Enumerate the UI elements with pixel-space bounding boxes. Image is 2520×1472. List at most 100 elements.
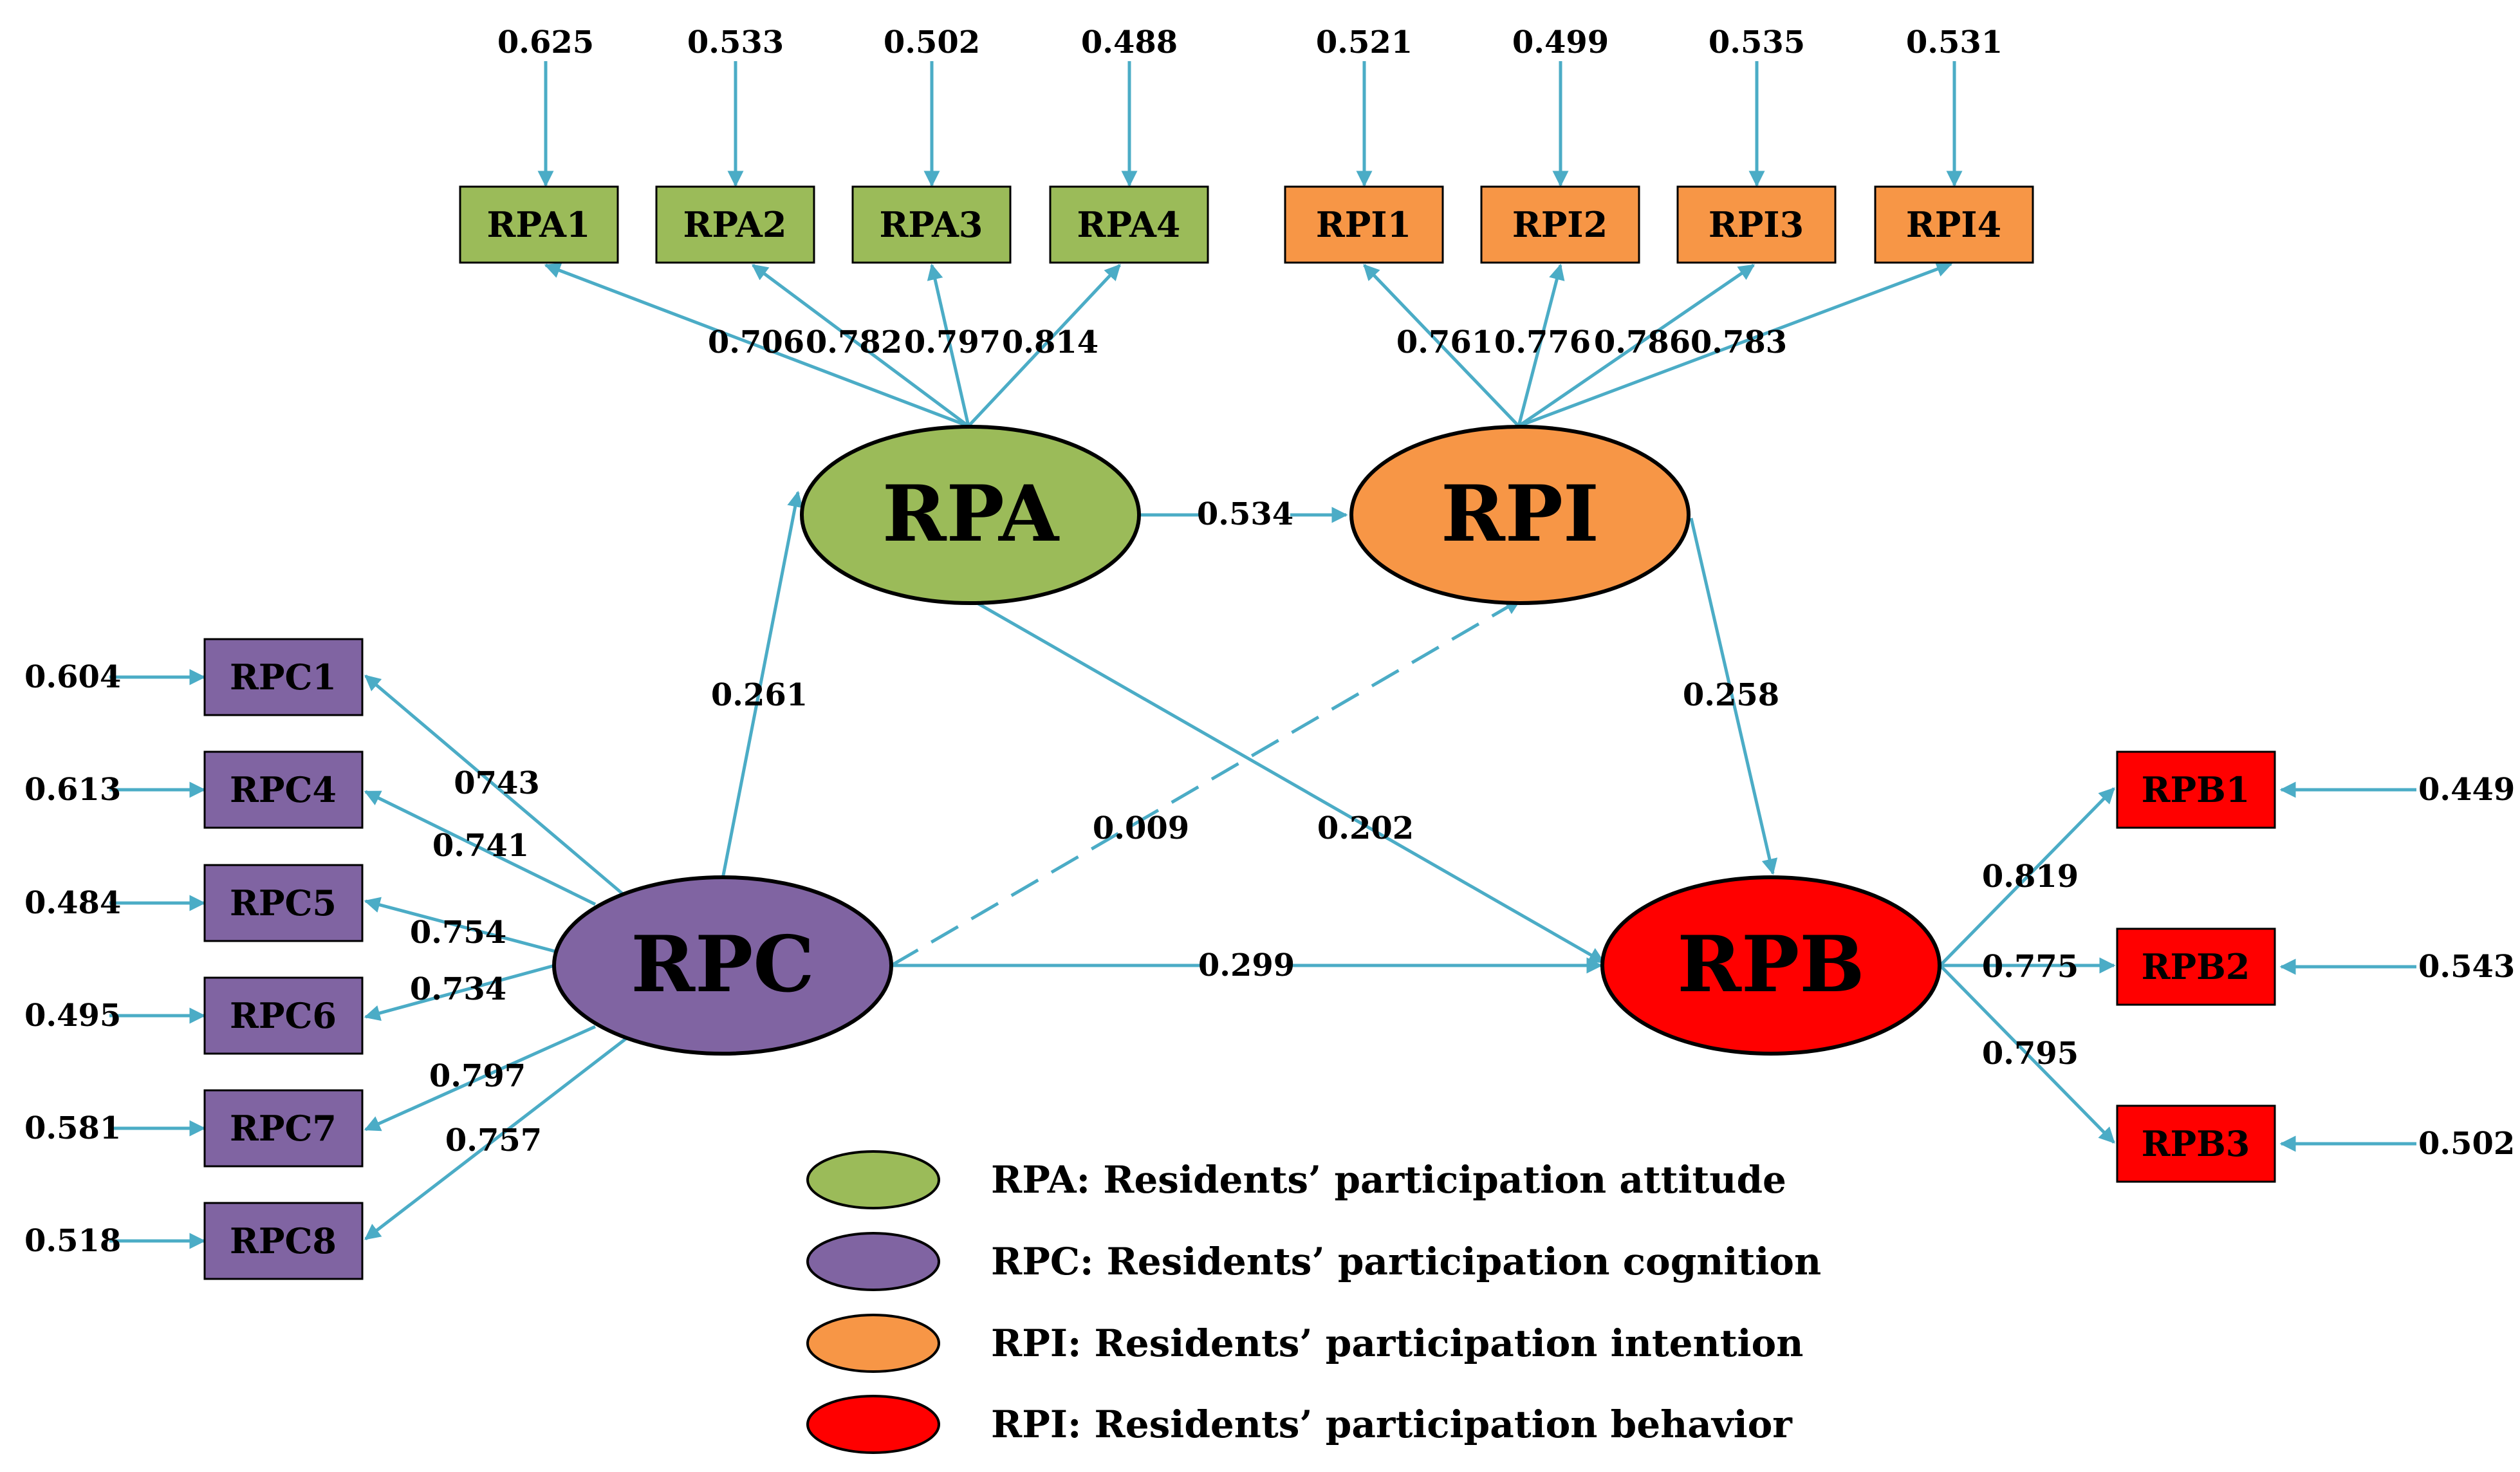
error-label-rpc1: 0.604 — [24, 659, 121, 695]
loading-arrow-rpi4 — [1518, 261, 1953, 428]
path-label-rpc-rpa: 0.261 — [711, 677, 808, 713]
loading-label-rpi2: 0.776 — [1494, 324, 1591, 360]
loading-label-rpc6: 0.734 — [410, 971, 506, 1007]
indicator-labels: RPA1 RPA2 RPA3 RPA4 RPI1 RPI2 RPI3 RPI4 … — [230, 204, 2250, 1262]
indicator-box-rpa1 — [459, 185, 619, 264]
indicator-label-rpa1: RPA1 — [486, 204, 590, 245]
indicator-box-rpi3 — [1676, 185, 1837, 264]
error-label-rpi2: 0.499 — [1512, 24, 1609, 61]
legend-swatch-rpc — [806, 1232, 940, 1291]
path-label-rpc-rpb: 0.299 — [1198, 947, 1295, 983]
edges — [109, 61, 2416, 1249]
indicator-label-rpi1: RPI1 — [1316, 204, 1411, 245]
error-label-rpa4: 0.488 — [1081, 24, 1178, 61]
indicator-box-rpb1 — [2116, 750, 2276, 829]
path-label-rpa-rpi: 0.534 — [1197, 496, 1293, 532]
latent-ellipse-rpc — [552, 875, 893, 1056]
error-label-rpa2: 0.533 — [687, 24, 784, 61]
loading-label-rpc1: 0743 — [454, 765, 540, 801]
loading-arrow-rpa1 — [544, 263, 969, 428]
loading-arrow-rpc4 — [364, 790, 597, 906]
error-label-rpc6: 0.495 — [24, 998, 121, 1034]
latent-label-rpc: RPC — [631, 919, 814, 1010]
indicator-label-rpc8: RPC8 — [230, 1220, 337, 1262]
indicator-box-rpc4 — [203, 750, 364, 829]
loading-arrow-rpi3 — [1517, 263, 1756, 428]
indicator-label-rpc4: RPC4 — [230, 769, 337, 810]
loading-arrow-rpb3 — [1939, 964, 2115, 1144]
loading-label-rpi3: 0.786 — [1594, 324, 1691, 360]
error-label-rpi1: 0.521 — [1316, 24, 1413, 61]
indicator-box-rpi2 — [1480, 185, 1640, 264]
legend-text-rpb: RPI: Residents’ participation behavior — [991, 1402, 1793, 1446]
loading-arrow-rpa3 — [927, 263, 970, 427]
indicator-box-rpc1 — [203, 638, 364, 716]
error-label-rpc7: 0.581 — [24, 1110, 121, 1146]
indicator-label-rpb1: RPB1 — [2142, 769, 2250, 810]
error-label-rpb1: 0.449 — [2418, 772, 2515, 808]
error-label-rpa3: 0.502 — [884, 24, 980, 61]
indicator-label-rpa4: RPA4 — [1077, 204, 1180, 245]
latent-ellipse-rpi — [1349, 425, 1691, 605]
latent-ellipse-rpa — [800, 425, 1141, 605]
indicator-box-rpa2 — [655, 185, 815, 264]
error-label-rpc5: 0.484 — [24, 885, 121, 921]
latent-label-rpi: RPI — [1441, 469, 1599, 559]
error-label-rpb2: 0.543 — [2418, 949, 2515, 985]
legend-swatch-rpb — [806, 1395, 940, 1454]
indicator-label-rpc6: RPC6 — [230, 995, 337, 1036]
latent-label-rpa: RPA — [882, 469, 1060, 559]
loading-label-rpi4: 0.783 — [1691, 324, 1787, 360]
path-rpa-rpb — [974, 600, 1606, 964]
rpa-indicators — [459, 185, 1209, 264]
error-label-rpc8: 0.518 — [24, 1223, 121, 1259]
indicator-label-rpa3: RPA3 — [879, 204, 983, 245]
indicator-label-rpc5: RPC5 — [230, 882, 337, 924]
loading-label-rpa4: 0.814 — [1002, 324, 1098, 360]
loading-label-rpc4: 0.741 — [432, 828, 529, 864]
loading-label-rpc8: 0.757 — [445, 1123, 542, 1159]
legend-text-rpa: RPA: Residents’ participation attitude — [991, 1158, 1786, 1202]
rpb-indicators — [2116, 750, 2276, 1183]
indicator-box-rpa4 — [1049, 185, 1209, 264]
indicator-label-rpi4: RPI4 — [1906, 204, 2001, 245]
loading-label-rpa3: 0.797 — [904, 324, 1001, 360]
error-label-rpi4: 0.531 — [1906, 24, 2003, 61]
error-label-rpa1: 0.625 — [497, 24, 594, 61]
indicator-box-rpb2 — [2116, 927, 2276, 1006]
indicator-box-rpc7 — [203, 1089, 364, 1168]
path-coefficient-labels: 0.534 0.261 0.258 0.009 0.202 0.299 — [711, 496, 1779, 983]
indicator-label-rpb3: RPB3 — [2142, 1123, 2250, 1164]
loading-label-rpa2: 0.782 — [806, 324, 902, 360]
legend: RPA: Residents’ participation attitude R… — [806, 1150, 1821, 1454]
loading-arrow-rpc1 — [364, 675, 629, 899]
loading-arrow-rpa2 — [751, 263, 970, 428]
latent-label-rpb: RPB — [1677, 919, 1864, 1010]
path-label-rpi-rpb: 0.258 — [1683, 677, 1779, 713]
indicator-label-rpi3: RPI3 — [1709, 204, 1804, 245]
indicator-box-rpi1 — [1284, 185, 1444, 264]
path-label-rpc-rpi: 0.009 — [1093, 810, 1189, 846]
loading-arrow-rpc6 — [364, 964, 555, 1021]
loading-arrow-rpc8 — [364, 1036, 629, 1240]
error-label-rpc4: 0.613 — [24, 772, 121, 808]
loading-label-rpa1: 0.706 — [708, 324, 804, 360]
legend-swatch-rpa — [806, 1150, 940, 1209]
path-rpc-rpi — [890, 598, 1522, 967]
loading-label-rpb1: 0.819 — [1982, 859, 2079, 895]
indicator-box-rpb3 — [2116, 1104, 2276, 1183]
latent-ellipse-rpb — [1600, 875, 1941, 1056]
loading-label-rpb2: 0.775 — [1982, 949, 2079, 985]
loading-arrow-rpc5 — [364, 897, 561, 955]
loading-arrow-rpc7 — [364, 1025, 597, 1132]
indicator-label-rpc1: RPC1 — [230, 657, 337, 698]
indicator-label-rpa2: RPA2 — [683, 204, 786, 245]
indicator-label-rpi2: RPI2 — [1512, 204, 1607, 245]
legend-text-rpc: RPC: Residents’ participation cognition — [991, 1240, 1821, 1283]
indicator-label-rpc7: RPC7 — [230, 1108, 337, 1149]
indicator-box-rpc8 — [203, 1202, 364, 1280]
error-label-rpi3: 0.535 — [1709, 24, 1805, 61]
loading-arrow-rpi1 — [1363, 264, 1520, 427]
legend-swatch-rpi — [806, 1314, 940, 1373]
